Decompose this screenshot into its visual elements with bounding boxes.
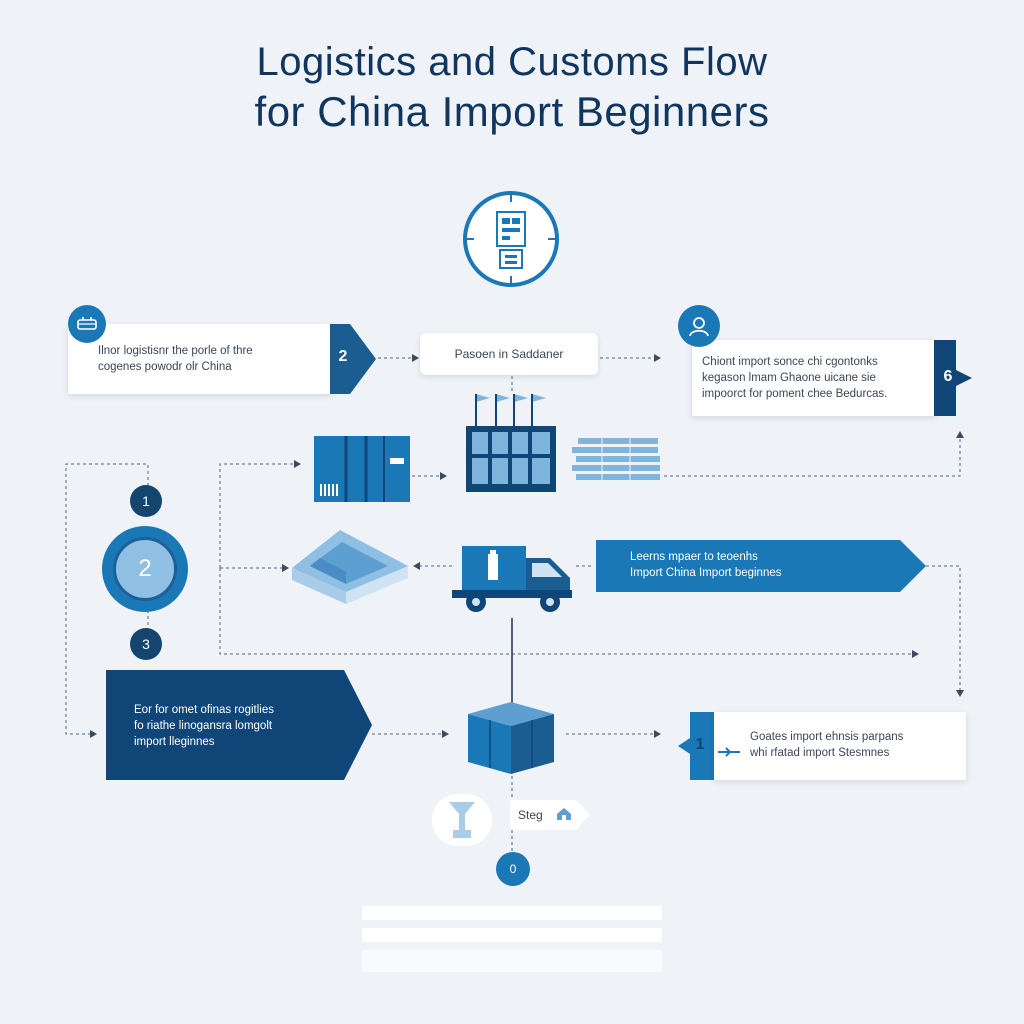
info-banner-text-1: Leerns mpaer to teoenhs: [630, 551, 758, 563]
dark-step-card-text-2: fo riathe linogansra lomgolt: [134, 720, 273, 732]
page-title-line-1: Logistics and Customs Flow: [256, 40, 768, 84]
plane-icon: [718, 744, 740, 757]
step-tag-arrow-right: 6: [934, 340, 974, 416]
shipping-container-icon: [314, 436, 410, 502]
factory-icon: [462, 390, 558, 492]
page-title-line-2: for China Import Beginners: [254, 88, 770, 135]
package-box-icon: [466, 700, 556, 776]
step-card-left: Ilnor logistisnr the porle of thre cogen…: [68, 324, 332, 394]
lower-right-tag-number: 1: [695, 736, 705, 753]
house-icon: [556, 807, 572, 821]
step-card-left-text-1: Ilnor logistisnr the porle of thre: [98, 345, 253, 357]
center-step-label: Pasoen in Saddaner: [420, 333, 598, 375]
step-card-right-text-3: impoorct for poment chee Bedurcas.: [702, 388, 888, 400]
user-icon: [678, 305, 720, 347]
delivery-truck-icon: [452, 544, 576, 614]
lower-right-card-text-2: whi rfatad import Stesmnes: [750, 747, 890, 759]
step-card-right-text-2: kegason lmam Ghaone uicane sie: [702, 372, 876, 384]
clock-document-icon: [460, 188, 562, 290]
step-circle-main: 2: [102, 526, 188, 612]
step-label-tag: Steg: [510, 800, 592, 830]
step-tag-left-number: 2: [338, 348, 348, 365]
open-box-icon: [290, 526, 410, 606]
step-card-right-text-1: Chiont import sonce chi cgontonks: [702, 356, 878, 368]
step-tag-arrow-left: 2: [330, 324, 378, 394]
step-circle-bottom: 3: [130, 628, 162, 660]
step-card-right: Chiont import sonce chi cgontonks kegaso…: [692, 340, 936, 416]
funnel-icon: [432, 794, 492, 846]
step-circle-top: 1: [130, 485, 162, 517]
dark-step-card-text-1: Eor for omet ofinas rogitlies: [134, 704, 274, 716]
step-circle-final: 0: [496, 852, 530, 886]
step-label-text: Steg: [518, 808, 543, 822]
info-banner-text-2: Import China Import beginnes: [630, 567, 782, 579]
step-card-left-text-2: cogenes powodr olr China: [98, 361, 232, 373]
lower-right-card: Goates import ehnsis parpans whi rfatad …: [714, 712, 966, 780]
pallets-stack-icon: [572, 438, 662, 486]
handshake-icon: [68, 305, 106, 343]
lower-right-tag: 1: [678, 712, 714, 780]
step-circle-main-number: 2: [113, 537, 177, 601]
dark-step-card: Eor for omet ofinas rogitlies fo riathe …: [106, 670, 372, 780]
step-tag-right-number: 6: [943, 368, 953, 385]
footer-stripes: [362, 906, 662, 972]
info-banner-arrow: Leerns mpaer to teoenhs Import China Imp…: [596, 540, 926, 592]
lower-right-card-text-1: Goates import ehnsis parpans: [750, 731, 904, 743]
dark-step-card-text-3: import lleginnes: [134, 736, 215, 748]
